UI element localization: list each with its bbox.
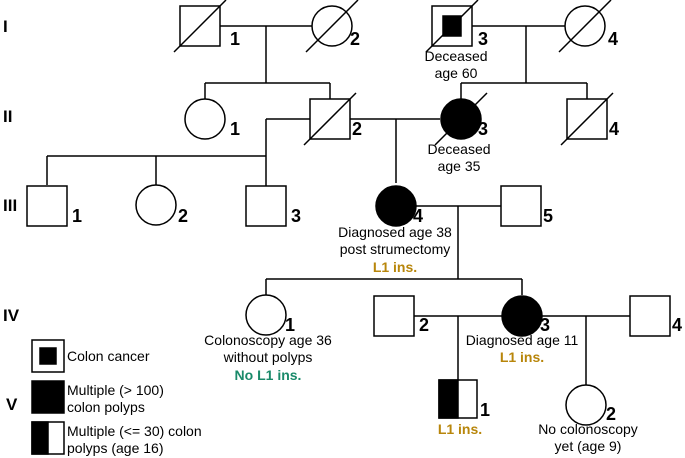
legend-item-multiple-100: Multiple (> 100) colon polyps — [31, 380, 164, 415]
individual-II2: 2 — [303, 92, 362, 146]
generation-label-V: V — [6, 395, 18, 414]
individual-number: 3 — [478, 29, 488, 49]
individual-III2: 2 — [135, 184, 188, 226]
individual-V1: 1 L1 ins. — [438, 379, 490, 437]
individual-note: Diagnosed age 38 — [338, 224, 452, 240]
individual-I2: 2 — [305, 0, 360, 53]
individual-number: 4 — [413, 206, 423, 226]
individual-IV1: 1 Colonoscopy age 36 without polyps No L… — [204, 294, 332, 383]
individual-III3: 3 — [245, 185, 301, 227]
legend-label: Multiple (<= 30) colon — [67, 423, 202, 439]
individual-note: No colonoscopy — [538, 421, 638, 437]
individual-V2: 2 No colonoscopy yet (age 9) — [538, 384, 638, 454]
generation-label-III: III — [3, 196, 17, 215]
legend-label: Multiple (> 100) — [67, 382, 164, 398]
mutation-label: No L1 ins. — [235, 367, 302, 383]
individual-II3: 3 Deceased age 35 — [427, 92, 491, 174]
legend-label: colon polyps — [67, 399, 145, 415]
mutation-label: L1 ins. — [438, 421, 482, 437]
individual-number: 2 — [606, 404, 616, 424]
individual-note: age 60 — [435, 65, 478, 81]
individual-number: 5 — [543, 206, 553, 226]
individual-number: 2 — [419, 315, 429, 335]
individual-number: 1 — [230, 119, 240, 139]
individual-number: 2 — [352, 119, 362, 139]
mutation-label: L1 ins. — [500, 349, 544, 365]
individual-IV4: 4 — [629, 295, 682, 337]
individual-note: yet (age 9) — [555, 438, 622, 454]
individual-note: Colonoscopy age 36 — [204, 332, 332, 348]
individual-number: 1 — [72, 206, 82, 226]
generation-label-IV: IV — [3, 306, 20, 325]
generation-label-I: I — [3, 17, 8, 36]
individual-note: Diagnosed age 11 — [466, 332, 579, 348]
individual-II4: 4 — [560, 92, 619, 146]
individual-note: without polyps — [223, 349, 313, 365]
legend-item-colon-cancer: Colon cancer — [31, 339, 150, 373]
individual-note: post strumectomy — [340, 241, 450, 257]
individual-I1: 1 — [173, 0, 240, 53]
legend-item-multiple-30: Multiple (<= 30) colon polyps (age 16) — [31, 421, 202, 456]
individual-III1: 1 — [26, 185, 82, 227]
generation-label-II: II — [3, 107, 12, 126]
individual-II1: 1 — [184, 98, 240, 140]
individual-III4: 4 Diagnosed age 38 post strumectomy L1 i… — [338, 185, 452, 275]
individual-number: 4 — [608, 29, 618, 49]
individual-IV3: 3 Diagnosed age 11 L1 ins. — [466, 295, 579, 365]
individual-number: 4 — [672, 315, 682, 335]
individual-number: 4 — [609, 119, 619, 139]
individual-note: Deceased — [424, 48, 487, 64]
individual-number: 3 — [478, 119, 488, 139]
individual-number: 3 — [291, 206, 301, 226]
legend: Colon cancer Multiple (> 100) colon poly… — [31, 339, 202, 456]
relationship-lines — [46, 25, 631, 385]
individual-III5: 5 — [500, 185, 553, 227]
individual-number: 2 — [178, 206, 188, 226]
mutation-label: L1 ins. — [373, 259, 417, 275]
legend-label: polyps (age 16) — [67, 440, 164, 456]
individual-number: 1 — [230, 29, 240, 49]
individual-number: 1 — [285, 315, 295, 335]
individual-number: 2 — [350, 29, 360, 49]
individual-IV2: 2 — [373, 295, 429, 337]
legend-label: Colon cancer — [67, 348, 150, 364]
individual-note: Deceased — [427, 141, 490, 157]
individual-I4: 4 — [558, 0, 618, 53]
individual-number: 3 — [540, 315, 550, 335]
individual-I3: 3 Deceased age 60 — [424, 0, 488, 81]
individual-note: age 35 — [438, 158, 481, 174]
individual-number: 1 — [480, 400, 490, 420]
